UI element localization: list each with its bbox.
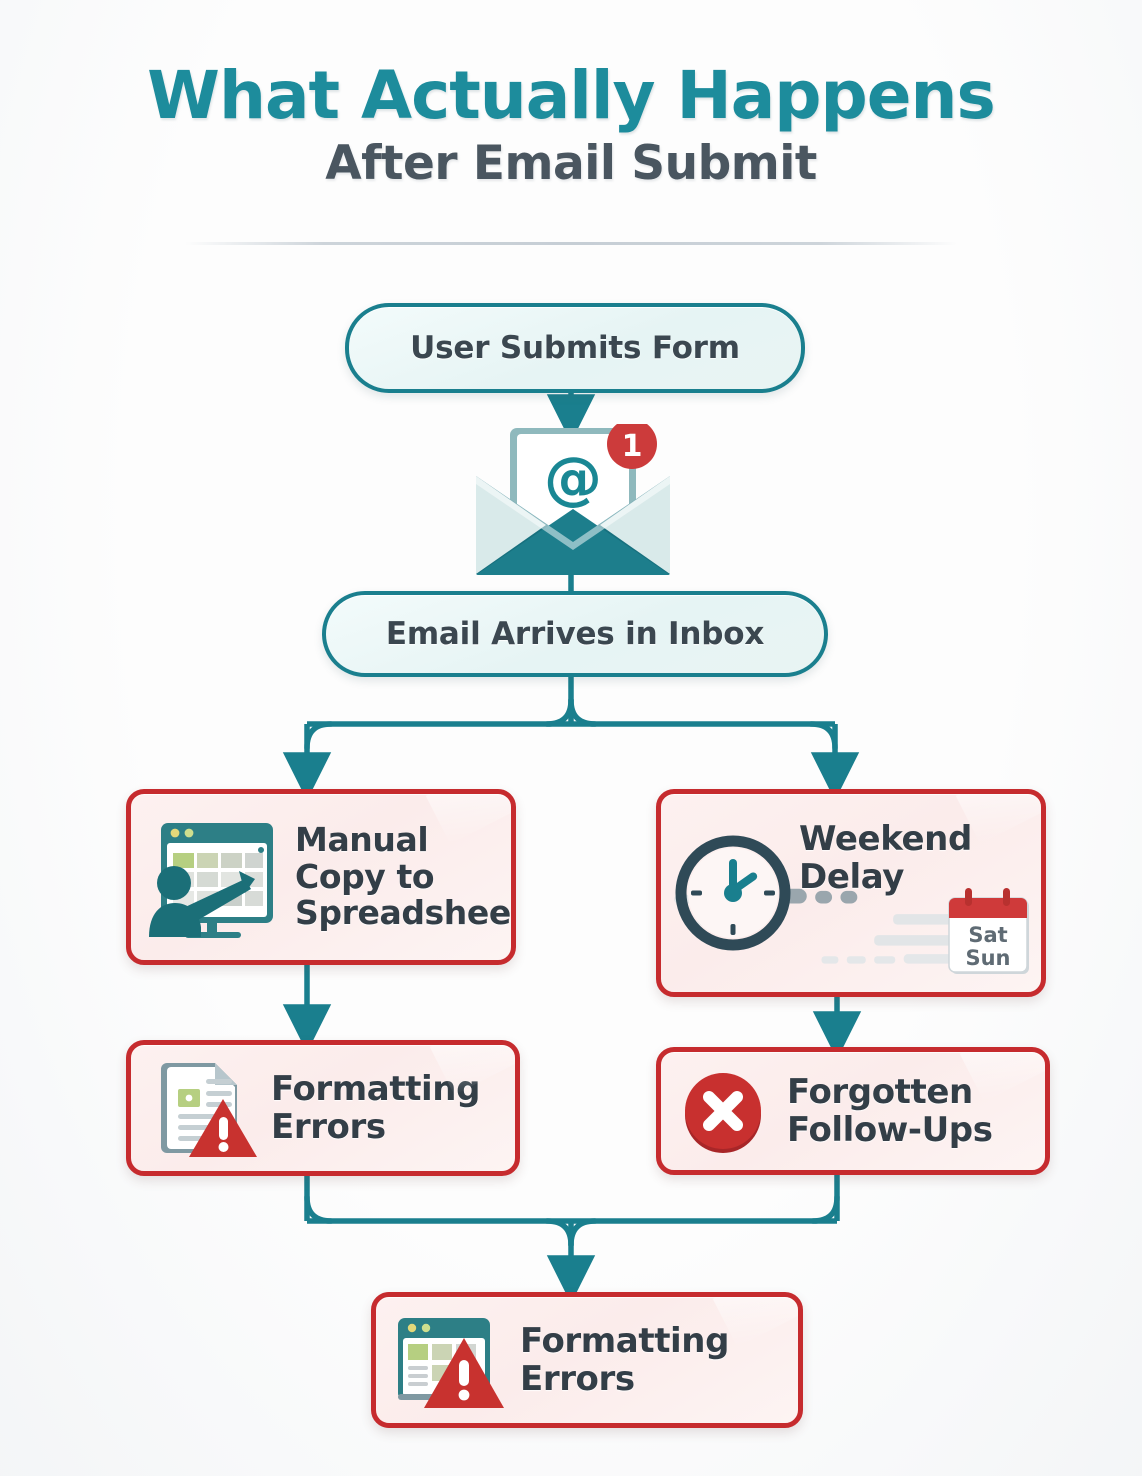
- page-title: What Actually Happens After Email Submit: [0, 62, 1142, 189]
- node-user-submits-form[interactable]: User Submits Form: [345, 303, 805, 393]
- node-forgotten-follow-ups[interactable]: Forgotten Follow-Ups: [656, 1047, 1050, 1175]
- calendar-icon: Sat Sun: [948, 888, 1029, 974]
- card-label-line: Formatting: [271, 1068, 481, 1109]
- elbow-branch-left: [304, 721, 334, 751]
- card-label-line: Spreadsheet: [295, 893, 516, 933]
- elbow-merge-left: [304, 1194, 334, 1224]
- spreadsheet-warning-icon: [390, 1308, 504, 1412]
- card-label: Manual Copy to Spreadsheet: [295, 819, 516, 933]
- node-manual-copy-to-spreadsheet[interactable]: Manual Copy to Spreadsheet: [126, 789, 516, 965]
- elbow-merge-right: [810, 1194, 840, 1224]
- card-label-line: Copy to: [295, 856, 435, 896]
- title-main: What Actually Happens: [147, 57, 996, 134]
- card-label: Formatting Errors: [520, 1322, 729, 1398]
- elbow-branch-center-left: [544, 697, 574, 727]
- node-label: User Submits Form: [410, 330, 740, 366]
- node-weekend-delay[interactable]: Weekend Delay Sat Sun: [656, 789, 1046, 997]
- notification-badge-count: 1: [622, 429, 643, 464]
- card-label-line: Formatting: [520, 1320, 730, 1361]
- card-label-line: Delay: [799, 857, 904, 898]
- card-label-line: Manual: [295, 819, 429, 859]
- node-formatting-errors-left[interactable]: Formatting Errors: [126, 1040, 520, 1176]
- title-subtitle: After Email Submit: [325, 136, 817, 192]
- svg-text:Sat: Sat: [968, 923, 1007, 947]
- card-label-line: Weekend: [799, 819, 972, 859]
- envelope-icon: @ 1: [476, 424, 670, 575]
- title-divider: [185, 242, 957, 245]
- elbow-branch-center-right: [568, 697, 598, 727]
- svg-text:Sun: Sun: [965, 946, 1010, 970]
- card-label-line: Follow-Ups: [787, 1110, 993, 1150]
- card-label-line: Errors: [271, 1107, 386, 1147]
- card-label: Formatting Errors: [271, 1070, 480, 1146]
- at-symbol: @: [544, 444, 602, 512]
- elbow-merge-center-right: [568, 1218, 598, 1248]
- notification-badge: [607, 424, 657, 469]
- card-label: Weekend Delay: [799, 820, 972, 896]
- error-circle-icon: [675, 1063, 771, 1159]
- elbow-branch-right: [808, 721, 838, 751]
- clock-icon: [671, 831, 795, 955]
- node-formatting-errors-bottom[interactable]: Formatting Errors: [371, 1292, 803, 1428]
- elbow-merge-center-left: [544, 1218, 574, 1248]
- card-label: Forgotten Follow-Ups: [787, 1073, 993, 1149]
- card-label-line: Errors: [520, 1359, 635, 1399]
- person-spreadsheet-icon: [141, 809, 289, 945]
- document-warning-icon: [145, 1055, 257, 1161]
- card-label-line: Forgotten: [787, 1071, 973, 1112]
- node-label: Email Arrives in Inbox: [385, 616, 765, 652]
- node-email-arrives-in-inbox[interactable]: Email Arrives in Inbox: [322, 591, 828, 677]
